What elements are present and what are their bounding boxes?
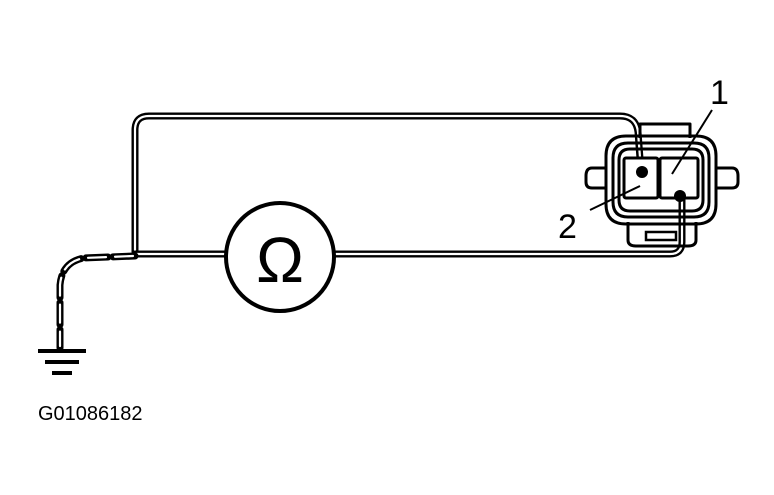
figure-id: G01086182 bbox=[38, 403, 143, 425]
ohmmeter-icon: Ω bbox=[224, 201, 336, 313]
callout-leader-1 bbox=[671, 109, 713, 175]
ground-icon bbox=[38, 349, 86, 375]
connector-icon bbox=[584, 122, 740, 248]
ground-lead-wire bbox=[56, 252, 139, 352]
callout-1: 1 bbox=[710, 74, 729, 112]
callout-2: 2 bbox=[558, 208, 577, 246]
ohm-symbol: Ω bbox=[256, 224, 304, 296]
meter-right-lead bbox=[330, 194, 686, 258]
top-loop-wire bbox=[131, 112, 645, 256]
callout-leader-2 bbox=[589, 185, 641, 211]
